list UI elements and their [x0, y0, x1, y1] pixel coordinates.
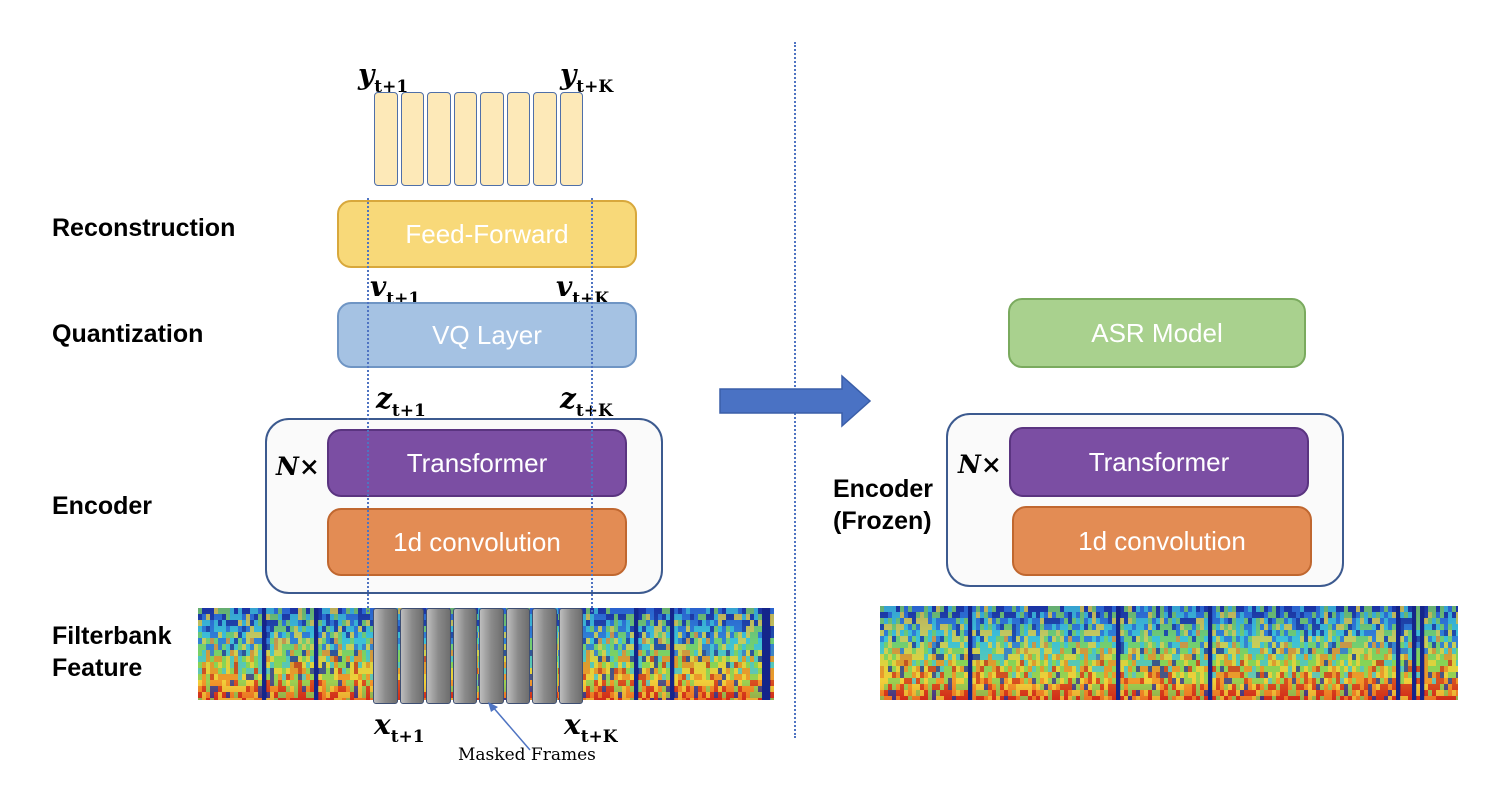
quantization-label: Quantization	[52, 320, 204, 348]
transfer-arrow	[719, 374, 872, 428]
masked-pointer-arrow	[488, 702, 531, 751]
output-frame	[374, 92, 398, 186]
output-frame	[559, 92, 583, 186]
output-frame	[533, 92, 557, 186]
masked-frame	[558, 608, 583, 704]
x-last-symbol: xt+K	[564, 708, 618, 747]
z-first-symbol: zt+1	[376, 382, 426, 421]
masked-frame	[399, 608, 424, 704]
filterbank-label: Filterbank Feature	[52, 622, 172, 682]
encoder-label: Encoder	[52, 492, 153, 520]
masked-frame	[426, 608, 451, 704]
transformer-block-right: Transformer	[1009, 427, 1309, 497]
masked-frame	[505, 608, 530, 704]
output-frame	[427, 92, 451, 186]
v-last-symbol: vt+K	[556, 270, 610, 309]
guide-line-last	[591, 198, 593, 612]
repeat-n-label-right: N×	[958, 450, 1002, 479]
y-last-symbol: yt+K	[560, 58, 614, 97]
conv-block-right: 1d convolution	[1012, 506, 1312, 576]
output-frame	[400, 92, 424, 186]
output-frame	[480, 92, 504, 186]
masked-frames-label: Masked Frames	[458, 745, 596, 765]
repeat-n-label: N×	[276, 452, 320, 481]
masked-frame	[373, 608, 398, 704]
filterbank-spectrogram-right	[880, 606, 1458, 700]
reconstruction-label: Reconstruction	[52, 214, 236, 242]
asr-model-block: ASR Model	[1008, 298, 1306, 368]
v-first-symbol: vt+1	[370, 270, 421, 309]
y-first-symbol: yt+1	[358, 58, 409, 97]
vq-layer-block: VQ Layer	[337, 302, 637, 368]
guide-line-first	[367, 198, 369, 612]
conv-block: 1d convolution	[327, 508, 627, 576]
masked-frame	[479, 608, 504, 704]
masked-frame	[532, 608, 557, 704]
output-frame	[453, 92, 477, 186]
frozen-encoder-label: Encoder (Frozen)	[833, 475, 934, 535]
masked-frame	[452, 608, 477, 704]
feed-forward-block: Feed-Forward	[337, 200, 637, 268]
output-frame	[506, 92, 530, 186]
transformer-block: Transformer	[327, 429, 627, 497]
x-first-symbol: xt+1	[374, 708, 425, 747]
z-last-symbol: zt+K	[560, 382, 613, 421]
